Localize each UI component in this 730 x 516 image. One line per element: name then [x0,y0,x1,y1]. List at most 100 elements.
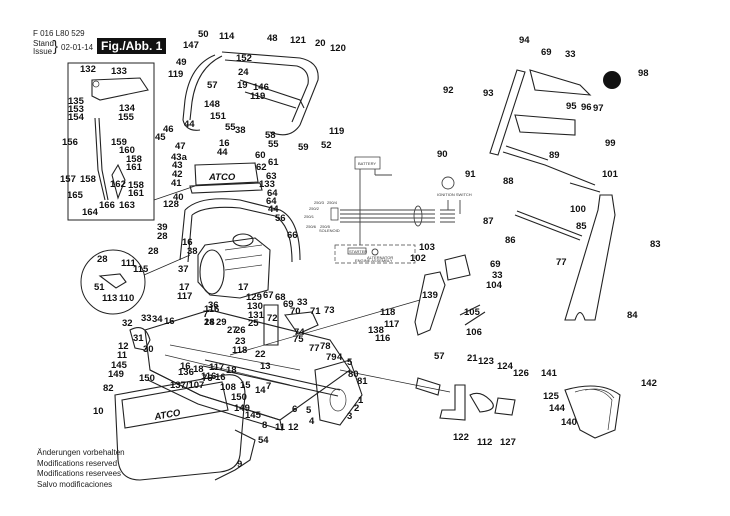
part-callout-33: 33 [565,49,576,60]
part-callout-161: 161 [128,188,145,199]
part-callout-104: 104 [486,280,503,291]
part-callout-28: 28 [157,231,168,242]
part-callout-91: 91 [465,169,476,180]
part-callout-64: 64 [267,188,278,199]
part-callout-39: 39 [157,222,168,233]
part-callout-29: 29 [216,317,227,328]
plate-89 [514,114,576,136]
part-callout-25: 25 [248,318,259,329]
part-callout-84: 84 [627,310,638,321]
part-callout-36: 36 [208,300,219,311]
part-callout-112: 112 [477,437,492,448]
footer-line: Änderungen vorbehalten [37,448,125,457]
latch-assembly [415,377,516,421]
battery-box [354,156,381,170]
part-callout-44: 44 [184,119,195,130]
part-callout-138: 138 [368,325,384,336]
part-callout-63: 63 [266,171,277,182]
solenoid-icon [330,207,339,221]
bracket-72 [263,304,319,346]
part-callout-92: 92 [443,85,454,96]
figure-label: Fig./Abb. 1 [97,38,167,54]
part-callout-32: 32 [122,318,133,329]
part-callout-154: 154 [68,112,85,123]
grass-box-handle [214,429,256,481]
part-callout-14: 14 [255,385,266,396]
part-callout-87: 87 [483,216,494,227]
part-callout-66: 66 [287,230,298,241]
clip-105 [459,304,486,326]
part-callout-17: 17 [179,282,190,293]
part-callout-14: 14 [204,317,215,328]
part-callout-122: 122 [453,432,469,443]
part-callout-16: 16 [219,138,230,149]
part-callout-50: 50 [198,29,209,40]
part-callout-51: 51 [94,282,105,293]
part-callout-106: 106 [466,327,482,338]
control-panel: ATCO [189,162,263,194]
part-callout-13: 13 [260,361,271,372]
part-callout-40: 40 [173,192,184,203]
part-callout-81: 81 [357,376,368,387]
part-callout-58: 58 [265,130,276,141]
part-callout-73: 73 [324,305,335,316]
part-callout-33: 33 [492,270,503,281]
part-callout-85: 85 [576,221,587,232]
part-callout-69: 69 [490,259,501,270]
part-callout-105: 105 [464,307,481,318]
part-callout-149: 149 [234,403,250,414]
terminal-250-4: 250/4 [327,200,338,205]
part-callout-15: 15 [240,380,251,391]
part-callout-16: 16 [215,372,226,383]
part-callout-70: 70 [290,306,301,317]
control-rod [94,117,109,201]
plate-103 [444,254,471,281]
terminal-250-6: 250/6 [306,224,317,229]
panel-logo: ATCO [208,172,236,183]
part-callout-147: 147 [183,40,199,51]
part-callout-68: 68 [275,292,286,303]
part-callout-113: 113 [102,293,117,304]
part-callout-67: 67 [263,290,274,301]
stand-label: Stand [33,39,54,48]
part-callout-118: 118 [380,307,395,318]
part-callout-2: 2 [354,403,359,414]
part-callout-11: 11 [275,422,286,433]
part-callout-38: 38 [187,246,198,257]
part-callout-119: 119 [329,126,344,137]
part-callout-117: 117 [177,291,192,302]
part-callout-164: 164 [82,207,99,218]
part-callout-115: 115 [133,264,149,275]
part-callout-125: 125 [543,391,560,402]
pointer-line-2 [339,369,451,393]
part-callout-120: 120 [330,43,346,54]
part-callout-135: 135 [68,96,85,107]
footer-notes: Änderungen vorbehalten Modifications res… [37,448,125,490]
part-callout-57: 57 [207,80,218,91]
part-callout-27: 27 [227,325,238,336]
part-callout-33: 33 [141,313,152,324]
part-callout-83: 83 [650,239,661,250]
part-callout-74: 74 [294,327,305,338]
control-lever [111,163,126,200]
grass-box: ATCO [114,374,246,481]
part-callout-78: 78 [320,341,331,352]
part-callout-28: 28 [148,246,159,257]
part-callout-48: 48 [267,33,278,44]
part-callout-117: 117 [209,362,224,373]
part-callout-20: 20 [315,38,326,49]
alternator-icon [371,248,379,256]
part-callout-99: 99 [605,138,616,149]
part-callout-133: 133 [259,179,275,190]
part-callout-69: 69 [283,299,294,310]
part-callout-156: 156 [62,137,78,148]
part-callout-28: 28 [97,254,108,265]
part-callout-18: 18 [193,364,204,375]
detail-bracket [98,273,127,289]
terminal-250-5: 250/5 [320,224,331,229]
ignition-switch-label: IGNITION SWITCH [437,192,472,197]
part-callout-137-107: 137/107 [170,380,204,391]
part-callout-11: 11 [117,350,128,361]
part-callout-7: 7 [203,309,208,320]
bracket-102 [414,271,446,336]
